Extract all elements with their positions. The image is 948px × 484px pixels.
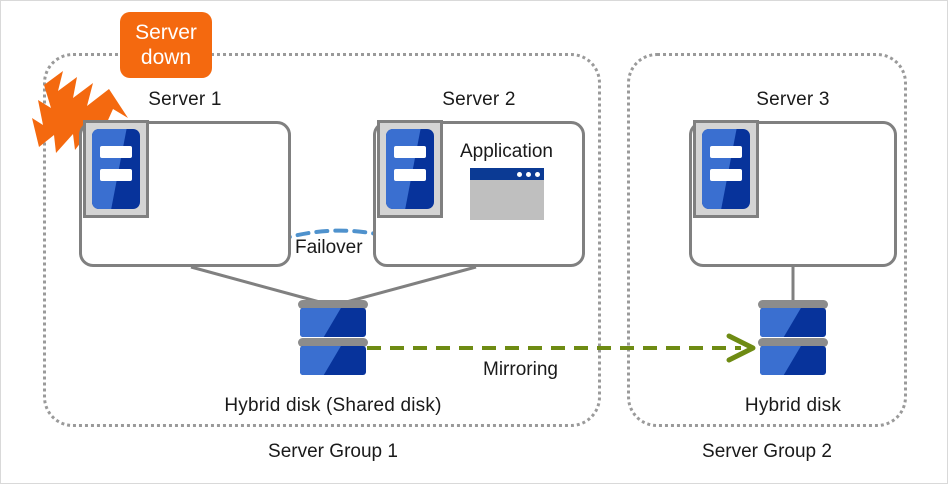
server1-server-icon	[83, 120, 149, 218]
server3-server-icon	[693, 120, 759, 218]
shared-disk-icon	[298, 300, 368, 380]
server3-label: Server 3	[756, 89, 830, 110]
server-icon-slot-1	[394, 146, 426, 158]
server-group-2-caption: Server Group 2	[702, 441, 832, 462]
failover-label: Failover	[295, 237, 363, 258]
window-dot-2	[526, 171, 531, 177]
server-group-1-caption: Server Group 1	[268, 441, 398, 462]
disk-plate-top	[298, 300, 368, 309]
server-icon-slot-1	[100, 146, 132, 158]
disk-plate-top	[758, 300, 828, 309]
disk-unit-1	[760, 308, 826, 337]
server-icon-slot-2	[394, 169, 426, 181]
mirror-disk-icon	[758, 300, 828, 380]
server-down-badge: Server down	[120, 12, 212, 78]
disk-unit-1	[300, 308, 366, 337]
server1-label: Server 1	[148, 89, 222, 110]
application-window-icon	[470, 168, 544, 220]
disk-unit-2	[300, 346, 366, 375]
server-icon-slot-1	[710, 146, 742, 158]
window-dot-3	[535, 171, 540, 177]
server-icon-body	[386, 129, 434, 209]
server-icon-body	[92, 129, 140, 209]
server2-server-icon	[377, 120, 443, 218]
mirror-disk-label: Hybrid disk	[744, 395, 842, 416]
server2-label: Server 2	[442, 89, 516, 110]
server-icon-body	[702, 129, 750, 209]
disk-unit-2	[760, 346, 826, 375]
server-icon-slot-2	[100, 169, 132, 181]
disk-plate-mid	[758, 338, 828, 347]
application-titlebar	[470, 168, 544, 180]
disk-plate-mid	[298, 338, 368, 347]
window-dot-1	[517, 171, 522, 177]
application-label: Application	[460, 141, 553, 162]
server-icon-slot-2	[710, 169, 742, 181]
shared-disk-label: Hybrid disk (Shared disk)	[224, 395, 442, 416]
group-boundary-server-group-2	[627, 53, 907, 427]
mirroring-label: Mirroring	[483, 359, 558, 380]
group-boundary-server-group-1	[43, 53, 601, 427]
